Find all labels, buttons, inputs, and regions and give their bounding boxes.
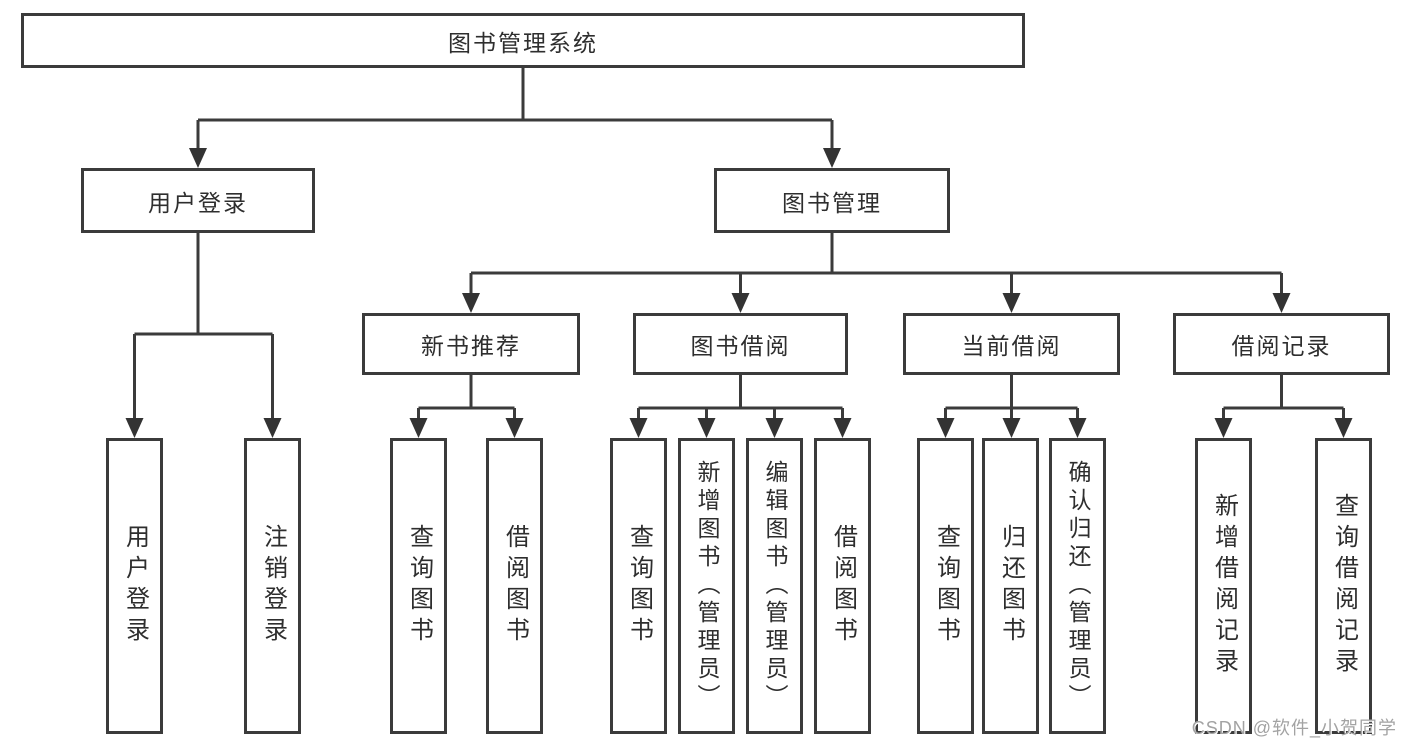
arrowhead <box>1068 418 1087 438</box>
leaf-user-login: 用户登录 <box>106 438 163 734</box>
node-user-login-label: 用户登录 <box>148 189 248 216</box>
arrowhead <box>1002 418 1021 438</box>
node-book-borrow: 图书借阅 <box>633 313 848 375</box>
arrowhead <box>189 148 207 168</box>
arrowhead <box>1002 293 1021 313</box>
leaf-rec-query-books: 查询图书 <box>390 438 447 734</box>
leaf-confirm-return-admin-label: 确认归还（管理员） <box>1065 460 1091 712</box>
leaf-borrow-query-books-label: 查询图书 <box>625 524 653 648</box>
connector-book-mgmt-to-level3 <box>462 233 1291 313</box>
connector-borrow-records-to-leaves <box>1214 375 1353 438</box>
watermark: CSDN @软件_小贺同学 <box>1191 718 1397 738</box>
arrowhead <box>409 418 428 438</box>
leaf-query-borrow-record-label: 查询借阅记录 <box>1330 493 1358 679</box>
leaf-current-query-books-label: 查询图书 <box>932 524 960 648</box>
node-borrow-records: 借阅记录 <box>1173 313 1390 375</box>
leaf-logout: 注销登录 <box>244 438 301 734</box>
node-book-mgmt: 图书管理 <box>714 168 950 233</box>
arrowhead <box>833 418 852 438</box>
node-book-borrow-label: 图书借阅 <box>690 333 791 359</box>
arrowhead <box>1334 418 1353 438</box>
arrowhead <box>1214 418 1233 438</box>
leaf-rec-borrow-books: 借阅图书 <box>486 438 543 734</box>
leaf-borrow-query-books: 查询图书 <box>610 438 667 734</box>
leaf-borrow-books: 借阅图书 <box>814 438 871 734</box>
node-root: 图书管理系统 <box>21 13 1025 68</box>
arrowhead <box>765 418 784 438</box>
leaf-query-borrow-record: 查询借阅记录 <box>1315 438 1372 734</box>
arrowhead <box>1272 293 1291 313</box>
connector-new-book-rec-to-leaves <box>409 375 524 438</box>
leaf-add-borrow-record-label: 新增借阅记录 <box>1210 493 1238 679</box>
arrowhead <box>936 418 955 438</box>
leaf-edit-books-admin: 编辑图书（管理员） <box>746 438 803 734</box>
node-current-borrow-label: 当前借阅 <box>961 333 1062 359</box>
node-user-login: 用户登录 <box>81 168 315 233</box>
arrowhead <box>731 293 750 313</box>
connector-root-to-level2 <box>189 68 841 168</box>
arrowhead <box>629 418 648 438</box>
leaf-borrow-books-label: 借阅图书 <box>829 524 857 648</box>
connector-book-borrow-to-leaves <box>629 375 852 438</box>
connector-user-login-to-leaves <box>125 233 282 438</box>
leaf-add-books-admin: 新增图书（管理员） <box>678 438 735 734</box>
arrowhead <box>823 148 841 168</box>
leaf-user-login-label: 用户登录 <box>121 524 149 648</box>
node-borrow-records-label: 借阅记录 <box>1231 333 1332 359</box>
node-current-borrow: 当前借阅 <box>903 313 1120 375</box>
node-root-label: 图书管理系统 <box>448 29 598 56</box>
leaf-return-books-label: 归还图书 <box>997 524 1025 648</box>
connector-current-borrow-to-leaves <box>936 375 1087 438</box>
leaf-edit-books-admin-label: 编辑图书（管理员） <box>762 460 788 712</box>
node-new-book-rec-label: 新书推荐 <box>421 333 521 359</box>
leaf-confirm-return-admin: 确认归还（管理员） <box>1049 438 1106 734</box>
arrowhead <box>125 418 144 438</box>
leaf-add-books-admin-label: 新增图书（管理员） <box>694 460 720 712</box>
leaf-return-books: 归还图书 <box>982 438 1039 734</box>
leaf-rec-borrow-books-label: 借阅图书 <box>501 524 529 648</box>
arrowhead <box>462 293 480 313</box>
leaf-current-query-books: 查询图书 <box>917 438 974 734</box>
leaf-rec-query-books-label: 查询图书 <box>405 524 433 648</box>
node-new-book-rec: 新书推荐 <box>362 313 580 375</box>
arrowhead <box>263 418 282 438</box>
leaf-add-borrow-record: 新增借阅记录 <box>1195 438 1252 734</box>
leaf-logout-label: 注销登录 <box>259 524 287 648</box>
arrowhead <box>505 418 524 438</box>
arrowhead <box>697 418 716 438</box>
node-book-mgmt-label: 图书管理 <box>782 189 882 216</box>
